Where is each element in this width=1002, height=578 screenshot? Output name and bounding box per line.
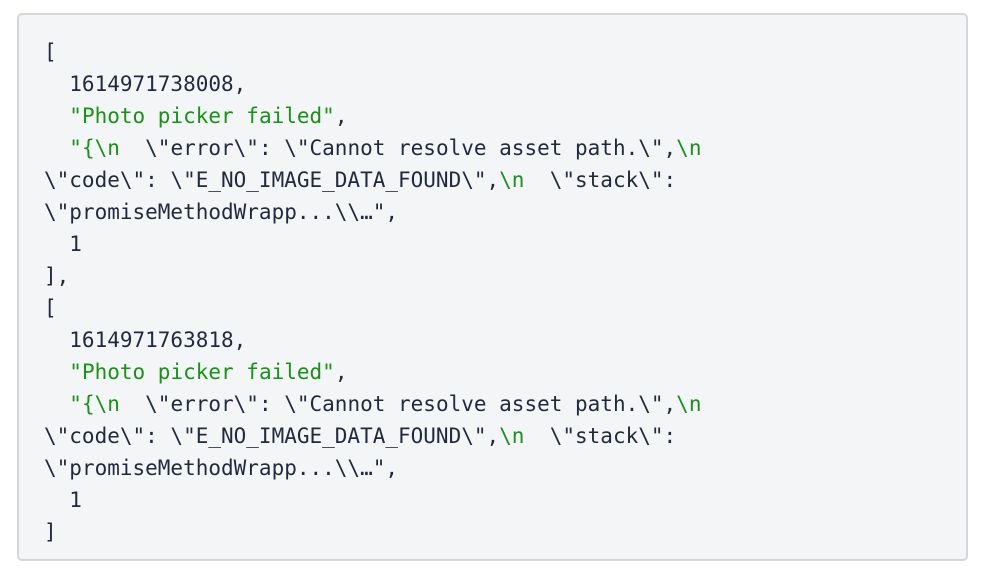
code-token: \"stack\": <box>524 424 677 448</box>
code-token <box>44 104 69 128</box>
code-token: \"stack\": <box>524 168 677 192</box>
code-line: [ <box>44 36 966 68</box>
code-token <box>44 136 69 160</box>
code-line: ], <box>44 260 966 292</box>
code-token: \"code\": \"E_NO_IMAGE_DATA_FOUND\", <box>44 424 500 448</box>
code-line: 1 <box>44 228 966 260</box>
code-token: \"code\": \"E_NO_IMAGE_DATA_FOUND\", <box>44 168 500 192</box>
string-token: \n <box>499 168 525 192</box>
code-token: 1614971763818, <box>44 328 247 352</box>
string-token: "{\n <box>69 392 120 416</box>
code-block: [ 1614971738008, "Photo picker failed", … <box>17 13 968 561</box>
code-token: 1 <box>44 232 82 256</box>
code-token: 1614971738008, <box>44 72 247 96</box>
string-token: \n <box>676 392 702 416</box>
code-token: , <box>334 360 348 384</box>
code-line: "Photo picker failed", <box>44 356 966 388</box>
string-token: "Photo picker failed" <box>69 104 335 128</box>
code-token: ], <box>44 264 70 288</box>
code-token: 1 <box>44 488 82 512</box>
code-token: ] <box>44 520 57 544</box>
code-token: [ <box>44 40 57 64</box>
code-token: \"error\": \"Cannot resolve asset path.\… <box>119 392 677 416</box>
code-line: 1614971763818, <box>44 324 966 356</box>
code-token: , <box>334 104 348 128</box>
string-token: \n <box>676 136 702 160</box>
code-line: \"code\": \"E_NO_IMAGE_DATA_FOUND\",\n \… <box>44 420 966 452</box>
string-token: \n <box>499 424 525 448</box>
code-line: "{\n \"error\": \"Cannot resolve asset p… <box>44 132 966 164</box>
code-line: \"promiseMethodWrapp...\\…", <box>44 452 966 484</box>
code-token: \"promiseMethodWrapp...\\…", <box>44 456 399 480</box>
code-line: [ <box>44 292 966 324</box>
code-line: 1614971738008, <box>44 68 966 100</box>
code-line: \"code\": \"E_NO_IMAGE_DATA_FOUND\",\n \… <box>44 164 966 196</box>
code-token <box>44 392 69 416</box>
string-token: "{\n <box>69 136 120 160</box>
code-line: 1 <box>44 484 966 516</box>
code-line: "Photo picker failed", <box>44 100 966 132</box>
code-line: ] <box>44 516 966 548</box>
code-token: \"promiseMethodWrapp...\\…", <box>44 200 399 224</box>
code-token <box>44 360 69 384</box>
string-token: "Photo picker failed" <box>69 360 335 384</box>
code-lines: [ 1614971738008, "Photo picker failed", … <box>44 36 966 548</box>
code-token: \"error\": \"Cannot resolve asset path.\… <box>119 136 677 160</box>
code-token: [ <box>44 296 57 320</box>
code-line: "{\n \"error\": \"Cannot resolve asset p… <box>44 388 966 420</box>
code-line: \"promiseMethodWrapp...\\…", <box>44 196 966 228</box>
